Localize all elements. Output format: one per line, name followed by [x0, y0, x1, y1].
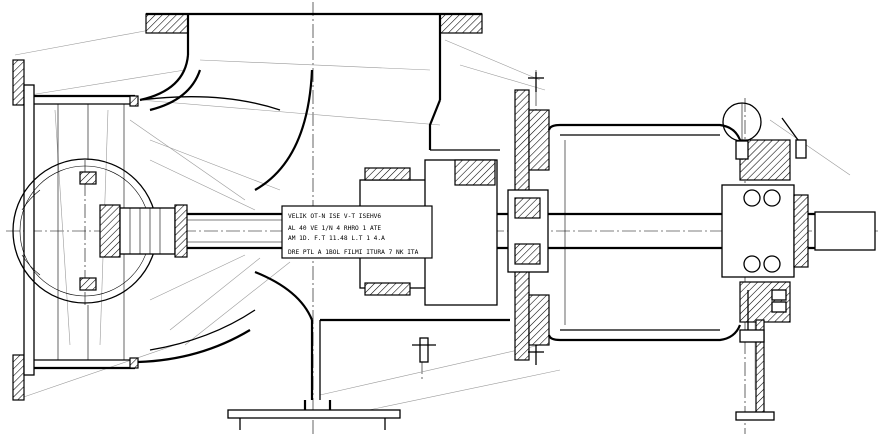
bearing-housing [547, 123, 742, 342]
label-line-4: DRE PTL A 1BOL FILMI ITURA 7 NK ITA [288, 249, 419, 256]
discharge-elbow [137, 12, 500, 400]
label-line-2: AL 40 VE 1/N 4 RHRO 1 ATE [288, 225, 381, 232]
label-line-3: AM 1D. F.T 11.48 L.T 1 4.A [288, 235, 385, 242]
inlet-bell-circle [12, 158, 158, 304]
text-label-box: VELIK OT-N ISE V-T ISEHV6 AL 40 VE 1/N 4… [281, 205, 433, 259]
rear-bearing [721, 139, 809, 323]
inlet-casing [12, 59, 139, 401]
label-line-1: VELIK OT-N ISE V-T ISEHV6 [288, 213, 381, 220]
foot-support [227, 400, 401, 430]
impeller-hub [99, 204, 188, 258]
rear-support-leg [735, 290, 775, 421]
bearing-bracket-flange [507, 72, 550, 365]
lifting-eye [722, 102, 762, 160]
fittings [771, 117, 807, 313]
seal-housing [320, 159, 510, 363]
